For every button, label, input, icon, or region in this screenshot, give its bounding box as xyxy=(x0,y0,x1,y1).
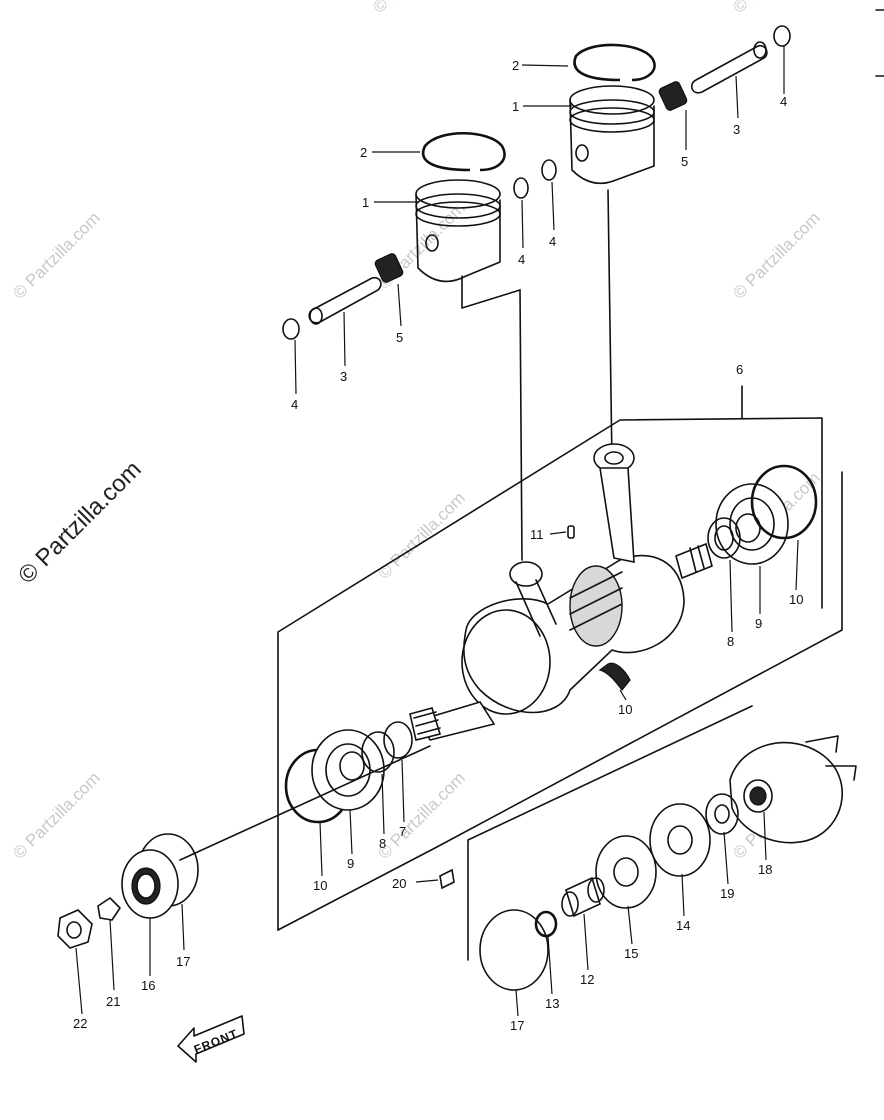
lock-washer-21 xyxy=(97,897,121,921)
seal-17-right xyxy=(479,909,549,991)
piston-pin-left xyxy=(308,276,382,325)
callout-5: 5 xyxy=(396,330,403,345)
piston-ring-right xyxy=(573,43,656,82)
callout-10: 10 xyxy=(313,878,327,893)
callout-8: 8 xyxy=(727,634,734,649)
front-arrow: FRONT xyxy=(177,1015,245,1063)
callout-2: 2 xyxy=(512,58,519,73)
watermark: © Partzilla.com xyxy=(9,768,103,862)
nut-22 xyxy=(57,909,93,949)
callout-6: 6 xyxy=(736,362,743,377)
washer-19 xyxy=(705,793,739,835)
left-main-bearing xyxy=(311,729,385,811)
callout-4: 4 xyxy=(291,397,298,412)
dowel-pin xyxy=(567,525,575,539)
callout-2: 2 xyxy=(360,145,367,160)
collar-12 xyxy=(561,876,605,918)
plate-14 xyxy=(649,803,711,877)
piston-pin-right xyxy=(690,41,768,94)
watermark: © Partzilla.com xyxy=(9,208,103,302)
callout-19: 19 xyxy=(720,886,734,901)
crankshaft xyxy=(409,443,713,741)
front-label: FRONT xyxy=(192,1026,240,1056)
crank-center-seal xyxy=(598,662,631,691)
piston-right xyxy=(569,85,655,463)
crankshaft-assembly-boundary xyxy=(277,385,843,931)
shaft-axis-line xyxy=(179,745,431,861)
watermark: © Partzilla.com xyxy=(729,0,823,17)
woodruff-key xyxy=(439,868,455,890)
flywheel-18 xyxy=(729,735,857,844)
callout-4: 4 xyxy=(549,234,556,249)
watermark: © Partzilla.com xyxy=(369,0,463,17)
callout-1: 1 xyxy=(362,195,369,210)
callout-18: 18 xyxy=(758,862,772,877)
watermark: © Partzilla.com xyxy=(729,208,823,302)
callout-12: 12 xyxy=(580,972,594,987)
callout-20: 20 xyxy=(392,876,406,891)
circlip-left-outer xyxy=(282,318,300,340)
needle-bearing-right xyxy=(658,81,688,111)
callout-7: 7 xyxy=(399,824,406,839)
callout-14: 14 xyxy=(676,918,690,933)
right-thrust-washer xyxy=(707,517,741,559)
callout-3: 3 xyxy=(733,122,740,137)
circlip-right-inner xyxy=(541,159,557,181)
left-washer-8 xyxy=(361,731,395,773)
circlip-right-outer xyxy=(773,25,791,47)
callout-17: 17 xyxy=(510,1018,524,1033)
right-main-bearing xyxy=(715,483,789,565)
callout-4: 4 xyxy=(780,94,787,109)
callout-8: 8 xyxy=(379,836,386,851)
callout-22: 22 xyxy=(73,1016,87,1031)
callout-11: 11 xyxy=(530,527,544,542)
callout-4: 4 xyxy=(518,252,525,267)
callout-10: 10 xyxy=(618,702,632,717)
callout-9: 9 xyxy=(347,856,354,871)
callout-13: 13 xyxy=(545,996,559,1011)
callout-16: 16 xyxy=(141,978,155,993)
pulley-hub-16 xyxy=(121,849,179,919)
watermark-large: © Partzilla.com xyxy=(13,456,146,589)
right-seal-ring xyxy=(750,464,818,540)
leader-lines xyxy=(75,46,799,1017)
callout-21: 21 xyxy=(106,994,120,1009)
callout-1: 1 xyxy=(512,99,519,114)
piston-alignment-line xyxy=(519,289,523,561)
plate-15 xyxy=(595,835,657,909)
callout-3: 3 xyxy=(340,369,347,384)
callout-15: 15 xyxy=(624,946,638,961)
callout-numbers: 2 1 2 1 3 4 5 4 4 5 3 4 6 11 8 9 10 10 7… xyxy=(73,58,803,1033)
left-washer-7 xyxy=(383,721,413,759)
watermark: © Partzilla.com xyxy=(374,488,468,582)
piston-left xyxy=(415,179,521,309)
callout-5: 5 xyxy=(681,154,688,169)
callout-17: 17 xyxy=(176,954,190,969)
watermark: © Partzilla.com xyxy=(374,768,468,862)
needle-bearing-left xyxy=(374,253,404,283)
piston-ring-left xyxy=(421,131,506,172)
lower-parts-boundary xyxy=(467,705,753,961)
callout-9: 9 xyxy=(755,616,762,631)
circlip-left-inner xyxy=(513,177,529,199)
callout-10: 10 xyxy=(789,592,803,607)
